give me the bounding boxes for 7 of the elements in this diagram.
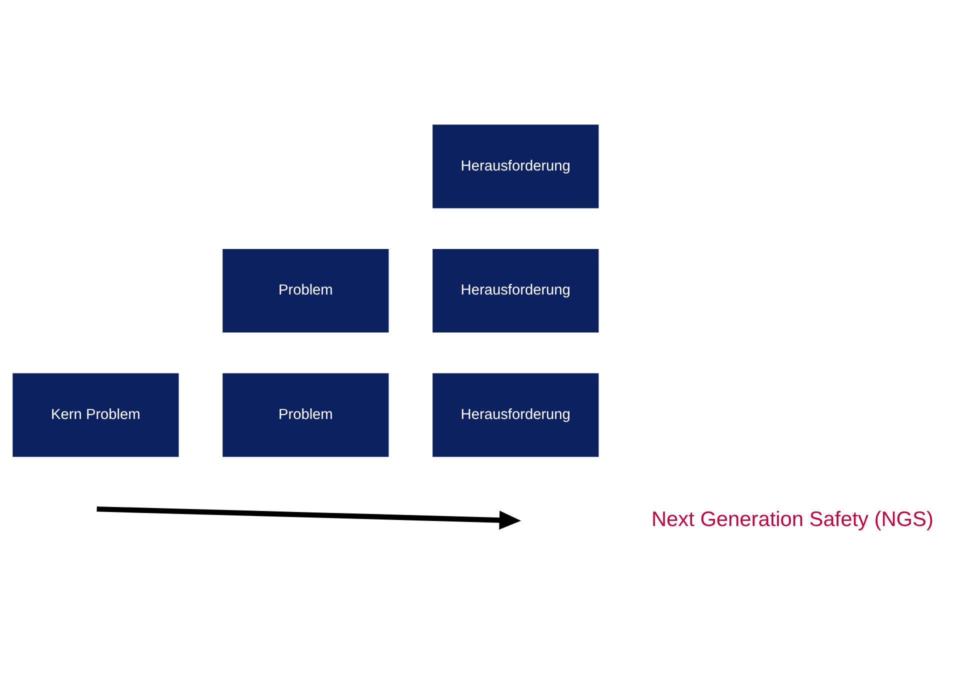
node-box: Herausforderung bbox=[432, 124, 599, 208]
node-box: Problem bbox=[222, 373, 389, 457]
node-box: Problem bbox=[222, 248, 389, 333]
node-box: Herausforderung bbox=[432, 248, 599, 333]
label: Next Generation Safety (NGS) bbox=[651, 508, 934, 531]
node-box: Kern Problem bbox=[12, 373, 179, 457]
node-box: Herausforderung bbox=[432, 373, 599, 457]
